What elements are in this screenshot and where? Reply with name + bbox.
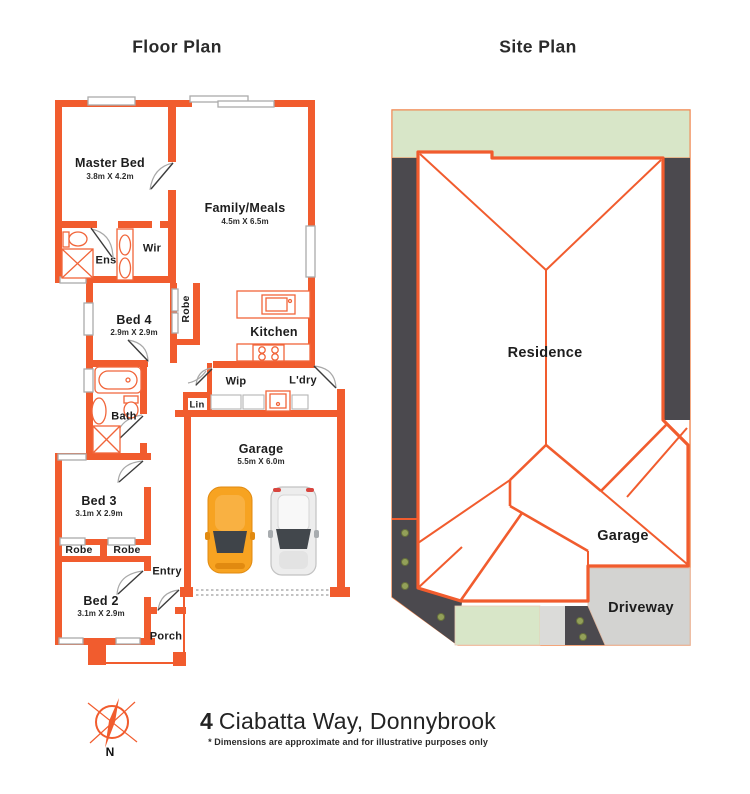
room-label-ens: Ens [95, 254, 117, 267]
address-name: Ciabatta Way, Donnybrook [218, 708, 496, 734]
door-diagonals [90, 162, 337, 611]
room-dims-garage: 5.5m X 6.0m [237, 457, 285, 466]
room-label-robe-bed2: Robe [113, 543, 141, 556]
room-label-kitchen: Kitchen [250, 324, 298, 339]
site-label-driveway: Driveway [608, 599, 674, 616]
room-label-master-bed: Master Bed [75, 155, 145, 170]
site-label-residence: Residence [507, 344, 583, 361]
fixtures [61, 228, 311, 454]
site-path-left [392, 158, 418, 519]
paver-dots [401, 529, 587, 641]
room-dims-bed2: 3.1m X 2.9m [77, 609, 125, 618]
site-path-right [663, 158, 690, 420]
roof-outline [416, 150, 690, 603]
site-path-bottom [565, 606, 605, 645]
room-label-robe-bed4: Robe [179, 295, 192, 323]
garage-door [196, 589, 331, 596]
room-label-wip: Wip [225, 375, 247, 388]
site-label-garage: Garage [597, 527, 649, 544]
room-dims-master-bed: 3.8m X 4.2m [86, 172, 134, 181]
room-label-bed2: Bed 2 [83, 593, 119, 608]
room-label-entry: Entry [152, 565, 182, 578]
site-plan [391, 109, 691, 646]
porch-outline [106, 597, 185, 664]
site-green-top [391, 109, 691, 159]
room-label-wir: Wir [142, 242, 162, 255]
room-label-bed3: Bed 3 [81, 493, 117, 508]
compass-north-label: N [105, 745, 115, 759]
compass-needle [105, 698, 119, 748]
room-dims-family-meals: 4.5m X 6.5m [221, 217, 269, 226]
floor-plan-title: Floor Plan [132, 36, 222, 57]
site-gray-strip [540, 606, 565, 645]
room-dims-bed3: 3.1m X 2.9m [75, 509, 123, 518]
roof-lines [417, 153, 688, 601]
site-plan-title: Site Plan [499, 36, 577, 57]
compass-icon [87, 698, 138, 748]
room-label-garage: Garage [238, 441, 284, 456]
floor-plan [55, 95, 350, 666]
room-label-ldry: L'dry [289, 374, 317, 387]
address-number: 4 [200, 708, 213, 734]
room-label-robe-bed3: Robe [65, 543, 93, 556]
room-label-family-meals: Family/Meals [204, 200, 286, 215]
car-orange-icon [205, 486, 255, 574]
windows [57, 95, 316, 645]
room-label-bed4: Bed 4 [116, 312, 152, 327]
site-path-left-lower [392, 520, 462, 645]
site-green-bottom [454, 605, 541, 646]
room-label-lin: Lin [189, 399, 205, 411]
room-dims-bed4: 2.9m X 2.9m [110, 328, 158, 337]
room-label-porch: Porch [149, 630, 183, 643]
car-white-icon [268, 486, 319, 576]
disclaimer-text: * Dimensions are approximate and for ill… [208, 737, 488, 747]
room-label-bath: Bath [111, 410, 137, 423]
cabinets [210, 394, 309, 410]
